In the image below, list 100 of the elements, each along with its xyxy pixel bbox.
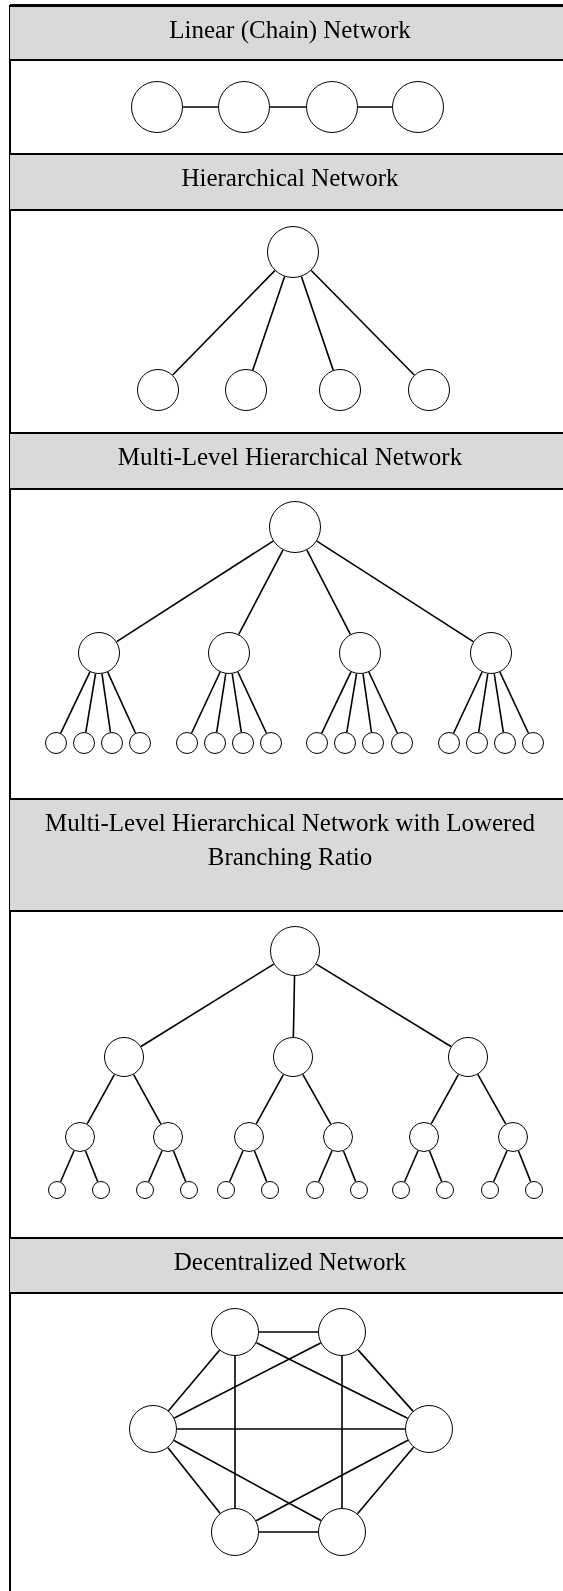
network-node-circle xyxy=(45,732,67,754)
network-node-circle xyxy=(339,632,381,674)
network-node-circle xyxy=(208,632,250,674)
connector-line xyxy=(320,671,352,734)
connector-line xyxy=(255,1439,409,1522)
connector-line xyxy=(86,1073,116,1125)
connector-line xyxy=(306,549,352,636)
network-node-circle xyxy=(153,1122,183,1152)
network-node-circle xyxy=(92,1181,110,1199)
connector-line xyxy=(85,672,97,733)
section-header-band xyxy=(10,1237,563,1294)
section-title: Decentralized Network xyxy=(172,1247,408,1277)
section-title: Linear (Chain) Network xyxy=(168,15,412,45)
network-node-circle xyxy=(498,1122,528,1152)
connector-line xyxy=(106,671,137,734)
network-node-circle xyxy=(408,369,450,411)
network-node-circle xyxy=(318,1508,366,1556)
connector-line xyxy=(258,1331,319,1333)
connector-line xyxy=(316,540,475,643)
connector-line xyxy=(341,1355,343,1509)
network-node-circle xyxy=(494,732,516,754)
network-node-circle xyxy=(131,81,183,133)
network-node-circle xyxy=(101,732,123,754)
connector-line xyxy=(258,1531,319,1533)
section-header-band xyxy=(10,798,563,912)
connector-line xyxy=(310,269,416,376)
section-title: Multi-Level Hierarchical Network with Lowered Branching Ratio xyxy=(43,808,537,872)
connector-line xyxy=(403,1149,419,1183)
connector-line xyxy=(84,1150,99,1183)
network-node-circle xyxy=(232,732,254,754)
connector-line xyxy=(173,1439,322,1522)
section-title: Hierarchical Network xyxy=(180,163,400,193)
network-node-circle xyxy=(522,732,544,754)
section-header-band xyxy=(10,5,563,61)
network-node-circle xyxy=(261,1181,279,1199)
network-node-circle xyxy=(65,1122,95,1152)
connector-line xyxy=(132,1073,162,1125)
network-node-circle xyxy=(225,369,267,411)
connector-line xyxy=(317,1149,333,1183)
connector-line xyxy=(357,1349,414,1412)
network-node-circle xyxy=(180,1181,198,1199)
connector-line xyxy=(115,540,274,643)
connector-line xyxy=(173,1342,322,1419)
network-node-circle xyxy=(73,732,95,754)
network-node-circle xyxy=(470,632,512,674)
connector-line xyxy=(357,106,393,108)
network-node-circle xyxy=(436,1181,454,1199)
network-node-circle xyxy=(306,732,328,754)
section-header-band xyxy=(10,432,563,490)
network-node-circle xyxy=(405,1405,453,1453)
connector-line xyxy=(182,106,219,108)
network-node-circle xyxy=(136,1181,154,1199)
network-node-circle xyxy=(481,1181,499,1199)
connector-line xyxy=(493,672,505,733)
connector-line xyxy=(499,671,530,734)
connector-line xyxy=(292,975,296,1038)
connector-line xyxy=(190,671,221,734)
connector-line xyxy=(315,963,452,1048)
network-node-circle xyxy=(269,501,321,553)
connector-line xyxy=(255,1073,285,1125)
connector-line xyxy=(269,106,307,108)
network-node-circle xyxy=(267,226,319,278)
connector-line xyxy=(302,1073,332,1125)
network-node-circle xyxy=(218,81,270,133)
connector-line xyxy=(452,671,483,734)
section-header-band xyxy=(10,153,563,211)
connector-line xyxy=(215,672,227,733)
network-node-circle xyxy=(438,732,460,754)
connector-line xyxy=(147,1149,163,1183)
network-node-circle xyxy=(48,1181,66,1199)
network-node-circle xyxy=(391,732,413,754)
connector-line xyxy=(477,1073,507,1125)
network-node-circle xyxy=(234,1122,264,1152)
connector-line xyxy=(167,1349,221,1412)
network-node-circle xyxy=(409,1122,439,1152)
connector-line xyxy=(231,672,243,733)
network-node-circle xyxy=(270,926,320,976)
connector-line xyxy=(176,1428,406,1430)
connector-line xyxy=(517,1150,532,1183)
network-node-circle xyxy=(129,732,151,754)
connector-line xyxy=(428,1150,443,1183)
network-node-circle xyxy=(306,81,358,133)
network-node-circle xyxy=(350,1181,368,1199)
connector-line xyxy=(255,1341,409,1420)
connector-line xyxy=(300,275,335,371)
network-node-circle xyxy=(204,732,226,754)
network-node-circle xyxy=(525,1181,543,1199)
network-node-circle xyxy=(392,81,444,133)
network-node-circle xyxy=(217,1181,235,1199)
connector-line xyxy=(356,1446,415,1515)
network-node-circle xyxy=(260,732,282,754)
connector-line xyxy=(346,672,358,733)
network-node-circle xyxy=(334,732,356,754)
connector-line xyxy=(59,1149,75,1183)
connector-line xyxy=(342,1150,357,1183)
section-title: Multi-Level Hierarchical Network xyxy=(116,442,464,472)
network-node-circle xyxy=(362,732,384,754)
connector-line xyxy=(477,672,489,733)
network-node-circle xyxy=(466,732,488,754)
network-node-circle xyxy=(273,1037,313,1077)
